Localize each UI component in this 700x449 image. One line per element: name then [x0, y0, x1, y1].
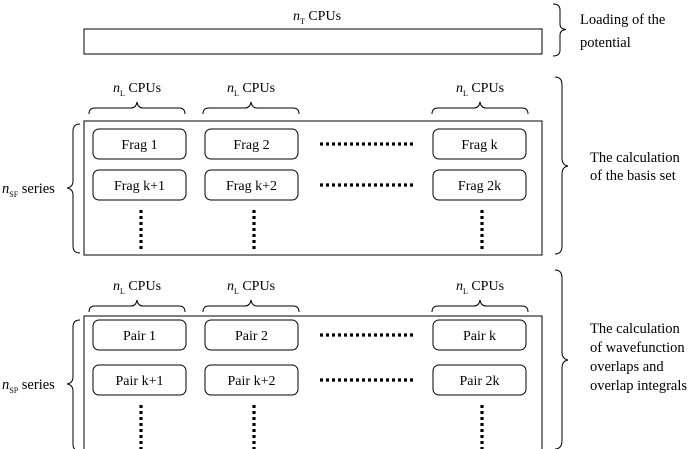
pair-cell-k-plus-1-text: Pair k+1 — [116, 374, 164, 389]
basis-series-brace — [66, 123, 81, 254]
frag-group-k-brace — [431, 101, 529, 115]
overlap-label-line2: of wavefunction — [590, 340, 685, 356]
pair-group-1-brace — [88, 299, 186, 313]
pair-cell-k-plus-2 — [204, 364, 299, 396]
pair-cell-k-plus-2-text: Pair k+2 — [228, 374, 276, 389]
frag-group-k-label: nL CPUs — [456, 81, 504, 98]
frag-group-2-label: nL CPUs — [227, 81, 275, 98]
frag-group-1-label: nL CPUs — [113, 81, 161, 98]
frag-cell-k — [432, 128, 527, 160]
overlap-label-line1: The calculation — [590, 321, 681, 337]
frag-cell-k-text: Frag k — [461, 138, 497, 153]
potential-label-line1: Loading of the — [580, 12, 665, 28]
overlap-label-line3: overlaps and — [590, 359, 664, 375]
frag-cell-1 — [92, 128, 187, 160]
frag-cell-2-text: Frag 2 — [233, 138, 269, 153]
potential-brace — [552, 3, 567, 57]
overlap-series-brace — [66, 319, 81, 449]
pair-cell-k — [432, 319, 527, 351]
pair-cell-2-text: Pair 2 — [235, 329, 268, 344]
frag-group-1-brace — [88, 101, 186, 115]
frag-cell-1-text: Frag 1 — [121, 138, 157, 153]
basis-series-label: nSF series — [2, 181, 55, 199]
basis-label-line1: The calculation — [590, 150, 681, 166]
potential-loading-bar — [83, 28, 543, 55]
pair-group-1-label: nL CPUs — [113, 279, 161, 296]
frag-group-2-brace — [202, 101, 300, 115]
frag-cell-k-plus-2-text: Frag k+2 — [226, 179, 277, 194]
potential-label-line2: potential — [580, 35, 631, 51]
total-cpus-label: nT CPUs — [293, 9, 341, 26]
overlap-label-line4: overlap integrals — [590, 378, 687, 394]
pair-cell-1-text: Pair 1 — [123, 329, 156, 344]
basis-set-brace — [554, 76, 569, 255]
frag-cell-2k-text: Frag 2k — [458, 179, 501, 194]
frag-cell-2 — [204, 128, 299, 160]
frag-cell-k-plus-1-text: Frag k+1 — [114, 179, 165, 194]
overlap-series-label: nSP series — [2, 377, 55, 395]
pair-group-k-brace — [431, 299, 529, 313]
pair-cell-2 — [204, 319, 299, 351]
pair-group-2-brace — [202, 299, 300, 313]
pair-cell-k-plus-1 — [92, 364, 187, 396]
frag-cell-k-plus-1 — [92, 169, 187, 201]
pair-group-2-label: nL CPUs — [227, 279, 275, 296]
pair-cell-1 — [92, 319, 187, 351]
pair-cell-2k-text: Pair 2k — [459, 374, 499, 389]
overlap-brace — [554, 269, 569, 449]
frag-cell-k-plus-2 — [204, 169, 299, 201]
pair-cell-2k — [432, 364, 527, 396]
frag-cell-2k — [432, 169, 527, 201]
pair-group-k-label: nL CPUs — [456, 279, 504, 296]
basis-label-line2: of the basis set — [590, 168, 676, 184]
pair-cell-k-text: Pair k — [463, 329, 496, 344]
